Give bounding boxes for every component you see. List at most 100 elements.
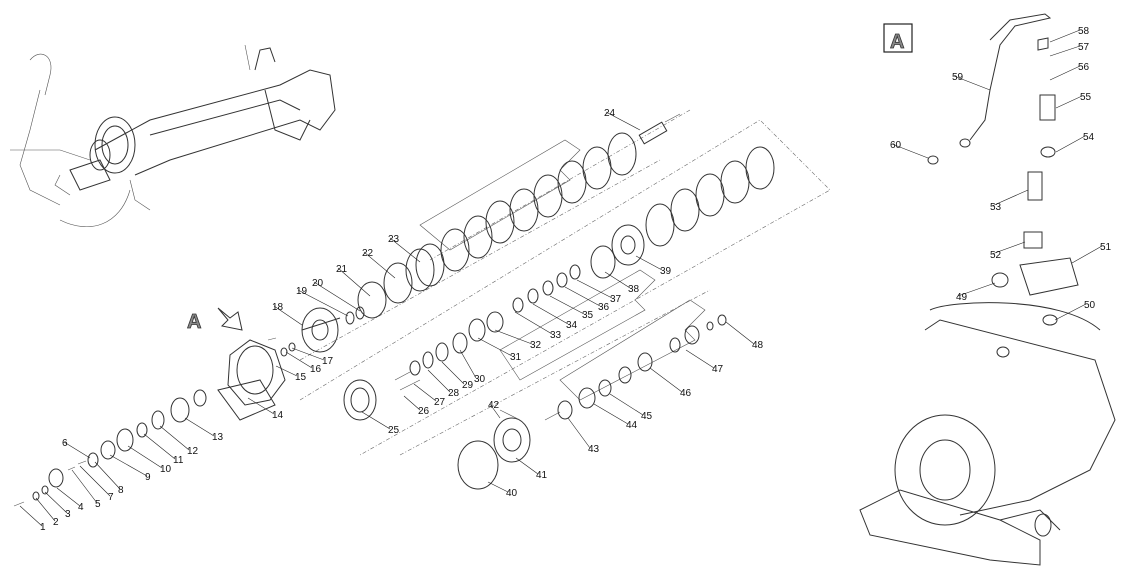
callout-label-20: 20 [312, 278, 324, 289]
callout-label-4: 4 [78, 502, 84, 513]
leader-line-39 [635, 255, 663, 271]
leader-line-36 [564, 286, 601, 307]
callout-label-52: 52 [990, 250, 1002, 261]
leader-line-49 [957, 282, 996, 297]
callout-label-11: 11 [173, 455, 184, 466]
callout-label-44: 44 [626, 420, 638, 431]
leader-line-17 [291, 347, 325, 361]
leader-line-9 [109, 454, 148, 477]
callout-label-21: 21 [336, 264, 348, 275]
callout-label-57: 57 [1078, 42, 1090, 53]
leader-line-41 [515, 457, 539, 475]
assembly-guides [299, 109, 831, 456]
callout-label-8: 8 [118, 485, 124, 496]
leader-line-16 [285, 351, 313, 369]
callout-label-35: 35 [582, 310, 594, 321]
callout-label-37: 37 [610, 294, 622, 305]
leader-line-40 [487, 481, 509, 493]
callout-label-28: 28 [448, 388, 460, 399]
callout-label-56: 56 [1078, 62, 1090, 73]
leader-line-32 [494, 329, 533, 345]
leader-line-1 [19, 505, 43, 527]
leader-line-26 [403, 395, 421, 411]
leader-line-27 [413, 383, 437, 402]
callout-label-59: 59 [952, 72, 964, 83]
leader-line-48 [725, 321, 755, 345]
callout-label-41: 41 [536, 470, 548, 481]
callout-label-45: 45 [641, 411, 653, 422]
leader-line-22 [363, 251, 396, 279]
leader-line-46 [649, 367, 683, 393]
leader-line-54 [1055, 135, 1086, 153]
axle-overview [10, 44, 336, 227]
callout-label-12: 12 [187, 446, 199, 457]
right-small-parts [557, 314, 727, 420]
callout-label-43: 43 [588, 444, 600, 455]
leader-line-57 [1049, 45, 1081, 57]
callout-label-58: 58 [1078, 26, 1090, 37]
leader-line-37 [576, 279, 613, 299]
leader-line-19 [297, 289, 349, 317]
callout-label-17: 17 [322, 356, 334, 367]
callout-label-38: 38 [628, 284, 640, 295]
callout-label-49: 49 [956, 292, 968, 303]
view-marker-inset: A [890, 31, 904, 53]
friction-disc-stack [415, 132, 775, 287]
leader-line-35 [549, 295, 585, 315]
callout-label-48: 48 [752, 340, 764, 351]
callout-label-22: 22 [362, 248, 374, 259]
callout-label-1: 1 [40, 522, 46, 533]
leader-line-56 [1049, 65, 1081, 81]
callout-label-29: 29 [462, 380, 474, 391]
part-25-gear [343, 371, 421, 421]
leader-line-53 [991, 189, 1029, 207]
callout-label-50: 50 [1084, 300, 1096, 311]
leader-line-13 [184, 417, 215, 437]
leader-line-7 [79, 465, 111, 497]
callout-label-34: 34 [566, 320, 578, 331]
leader-line-4 [56, 487, 81, 507]
hub-18 [301, 248, 435, 353]
leader-line-58 [1049, 29, 1081, 43]
small-rings-row [409, 264, 581, 376]
leader-line-30 [459, 349, 477, 379]
view-marker-main: A [187, 311, 201, 333]
callout-label-10: 10 [160, 464, 172, 475]
callout-label-51: 51 [1100, 242, 1112, 253]
callout-label-31: 31 [510, 352, 522, 363]
leader-line-24 [605, 111, 641, 131]
leader-line-33 [514, 311, 553, 335]
callout-label-55: 55 [1080, 92, 1092, 103]
leader-line-25 [361, 411, 391, 430]
callout-label-3: 3 [65, 509, 71, 520]
leader-line-55 [1055, 95, 1083, 109]
callout-label-25: 25 [388, 425, 400, 436]
leader-line-28 [427, 369, 451, 393]
callout-label-36: 36 [598, 302, 610, 313]
callout-label-60: 60 [890, 140, 902, 151]
leader-line-6 [63, 441, 91, 459]
leader-line-15 [275, 365, 298, 377]
leader-line-20 [313, 281, 361, 312]
leader-line-5 [71, 469, 98, 504]
leader-line-12 [159, 425, 190, 451]
part-24-valve [638, 113, 681, 145]
inset-a-motor [859, 13, 1116, 566]
callout-label-46: 46 [680, 388, 692, 399]
callout-label-24: 24 [604, 108, 616, 119]
left-shaft-parts [13, 389, 207, 507]
callout-label-26: 26 [418, 406, 430, 417]
leader-line-45 [609, 393, 644, 416]
callout-label-5: 5 [95, 499, 101, 510]
leader-line-43 [567, 417, 591, 449]
leader-line-23 [389, 237, 421, 263]
leader-line-34 [532, 303, 569, 325]
callout-label-16: 16 [310, 364, 322, 375]
leader-line-18 [273, 305, 303, 326]
callout-label-18: 18 [272, 302, 284, 313]
leader-line-60 [891, 143, 929, 159]
leader-line-10 [127, 445, 163, 469]
callout-label-40: 40 [506, 488, 518, 499]
